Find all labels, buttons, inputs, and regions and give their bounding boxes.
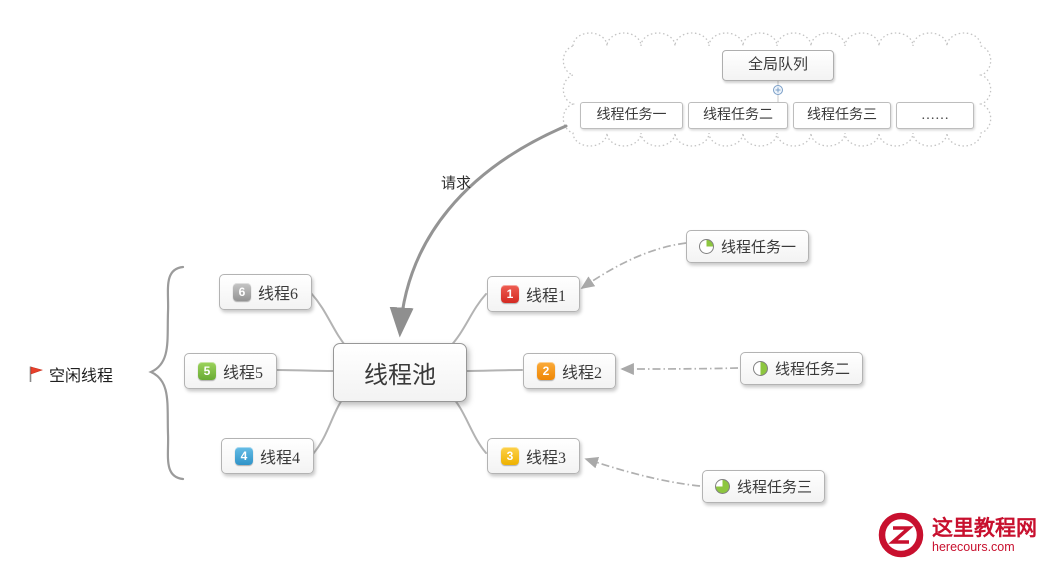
thread-pool-node[interactable]: 线程池	[333, 343, 467, 402]
floating-task-node-1[interactable]: 线程任务一	[686, 230, 810, 263]
priority-5-badge-icon: 5	[198, 362, 216, 380]
red-flag-icon	[29, 366, 43, 382]
task-progress-pie-icon	[715, 479, 730, 494]
thread-node-2[interactable]: 2 线程2	[523, 353, 617, 389]
branch-thread5	[276, 369, 334, 372]
idle-threads-text: 空闲线程	[49, 368, 114, 385]
floating-task-node-2[interactable]: 线程任务二	[740, 352, 864, 385]
thread-5-label: 线程5	[223, 365, 264, 382]
thread-pool-label: 线程池	[364, 363, 436, 389]
site-name: 这里教程网	[932, 515, 1037, 540]
task-progress-pie-icon	[699, 239, 714, 254]
request-arrow	[389, 124, 568, 338]
thread-node-5[interactable]: 5 线程5	[184, 353, 278, 389]
queue-task-more[interactable]: ……	[896, 102, 974, 129]
relation-task2-thread2	[620, 363, 739, 375]
thread-node-3[interactable]: 3 线程3	[487, 438, 581, 474]
task-progress-pie-icon	[753, 361, 768, 376]
branch-thread6	[310, 292, 349, 350]
site-url[interactable]: herecours.com	[932, 539, 1015, 554]
branch-thread1	[447, 293, 487, 350]
thread-1-label: 线程1	[526, 288, 567, 305]
thread-node-4[interactable]: 4 线程4	[221, 438, 315, 474]
branch-thread2	[462, 369, 523, 372]
priority-6-badge-icon: 6	[233, 283, 251, 301]
idle-threads-group-label: 空闲线程	[28, 362, 113, 386]
thread-6-label: 线程6	[258, 286, 299, 303]
thread-2-label: 线程2	[562, 365, 603, 382]
queue-task-2[interactable]: 线程任务二	[688, 102, 788, 129]
priority-1-badge-icon: 1	[501, 285, 519, 303]
global-queue-title[interactable]: 全局队列	[722, 50, 834, 81]
floating-task-3-label: 线程任务三	[737, 480, 813, 496]
request-label: 请求	[441, 176, 472, 192]
floating-task-1-label: 线程任务一	[721, 240, 797, 256]
thread-3-label: 线程3	[526, 450, 567, 467]
thread-node-1[interactable]: 1 线程1	[487, 276, 581, 312]
priority-2-badge-icon: 2	[537, 362, 555, 380]
priority-3-badge-icon: 3	[501, 447, 519, 465]
queue-expander-plus	[775, 87, 781, 93]
site-logo-icon	[878, 512, 924, 558]
thread-node-6[interactable]: 6 线程6	[219, 274, 313, 310]
priority-4-badge-icon: 4	[235, 447, 253, 465]
site-watermark-text: 这里教程网 herecours.com	[932, 516, 1037, 555]
thread-4-label: 线程4	[260, 450, 301, 467]
relation-task3-thread3	[584, 457, 701, 487]
queue-task-3[interactable]: 线程任务三	[793, 102, 891, 129]
site-watermark[interactable]: 这里教程网 herecours.com	[878, 512, 1037, 558]
floating-task-node-3[interactable]: 线程任务三	[702, 470, 826, 503]
queue-task-1[interactable]: 线程任务一	[580, 102, 683, 129]
idle-group-brace	[148, 265, 185, 481]
relation-task1-thread1	[580, 242, 687, 289]
floating-task-2-label: 线程任务二	[775, 362, 851, 378]
